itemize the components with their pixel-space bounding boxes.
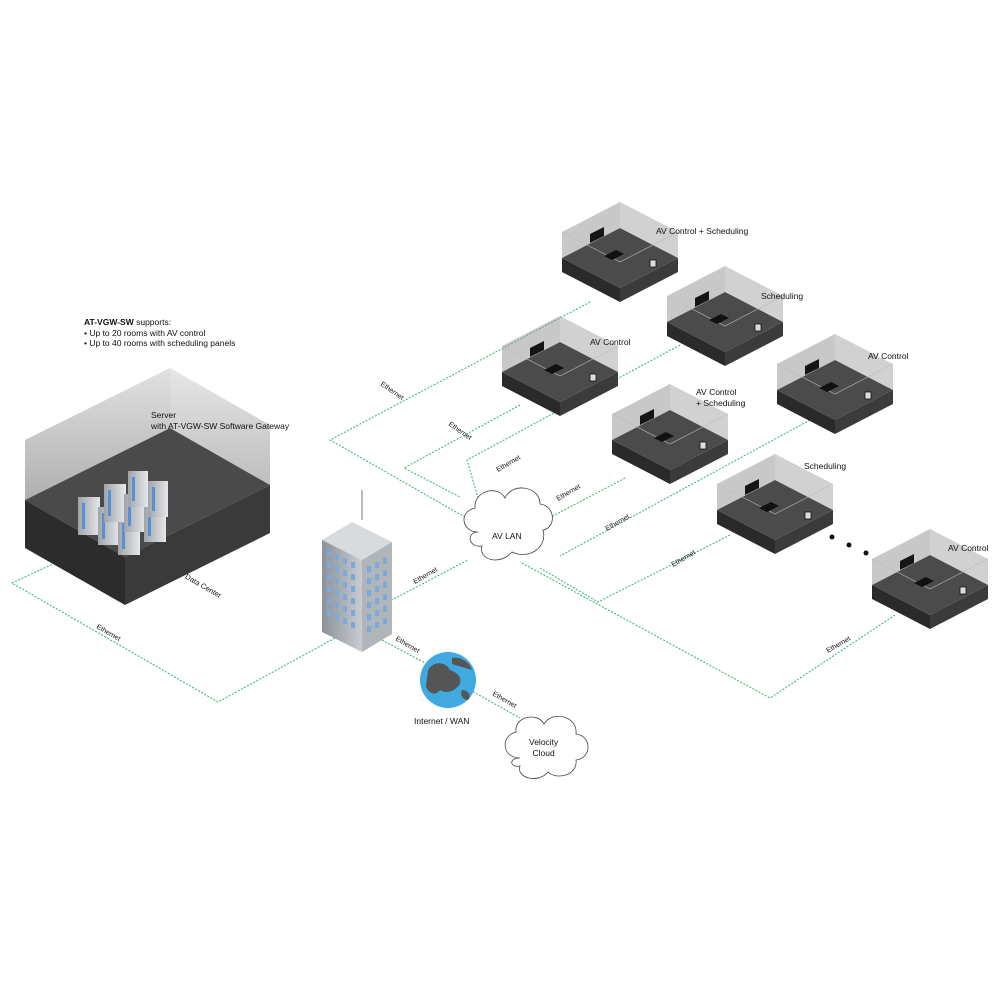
info-heading: AT-VGW-SW supports:	[84, 317, 235, 328]
info-line-2: • Up to 40 rooms with scheduling panels	[84, 338, 236, 348]
conference-room-icon	[611, 384, 729, 484]
av-lan-cloud-icon	[463, 487, 553, 561]
server-label: Server with AT-VGW-SW Software Gateway	[151, 410, 289, 432]
ethernet-label: Ethernet	[413, 566, 439, 585]
ethernet-label: Ethernet	[496, 454, 522, 473]
ethernet-label: Ethernet	[605, 513, 631, 532]
ethernet-label: Ethernet	[447, 421, 473, 442]
link-datacenter-building	[10, 562, 336, 703]
data-center	[25, 368, 270, 605]
velocity-cloud-line-1: Velocity	[529, 737, 559, 747]
conference-room-icon	[666, 266, 784, 366]
ethernet-label: Ethernet	[556, 483, 582, 502]
conference-room-icon	[776, 334, 894, 434]
room-1-label: AV Control + Scheduling	[656, 226, 749, 236]
room-4-label: AV Control	[868, 351, 909, 361]
velocity-cloud-icon	[504, 715, 589, 779]
link-globe-cloud	[469, 689, 521, 719]
room-5-label-line-1: AV Control	[696, 387, 737, 397]
velocity-cloud-line-2: Cloud	[532, 748, 555, 758]
room-5-label: AV Control + Scheduling	[696, 387, 745, 409]
ethernet-label: Ethernet	[379, 381, 405, 402]
scheduling-panel-icon	[699, 441, 707, 450]
room-3-label: AV Control	[590, 337, 631, 347]
server-rack-icon	[78, 471, 168, 555]
velocity-cloud-label: Velocity Cloud	[529, 737, 558, 759]
room-6-label: Scheduling	[804, 461, 847, 471]
ethernet-label: Ethernet	[491, 691, 517, 710]
supports-text: supports:	[136, 317, 172, 327]
internet-wan-label: Internet / WAN	[414, 716, 470, 726]
link-room6-lan	[539, 534, 731, 603]
room-5-label-line-2: + Scheduling	[696, 398, 746, 408]
link-building-lan	[387, 559, 469, 603]
server-label-line-1: Server	[151, 410, 177, 420]
room-2-label: Scheduling	[761, 291, 804, 301]
room-7-label: AV Control	[948, 543, 989, 553]
link-room3-lan	[402, 404, 521, 498]
info-line-1: • Up to 20 rooms with AV control	[84, 327, 206, 338]
server-label-line-2: with AT-VGW-SW Software Gateway	[151, 421, 290, 431]
conference-room-icon	[871, 529, 989, 629]
product-support-info: AT-VGW-SW supports: • Up to 20 rooms wit…	[84, 317, 235, 349]
conference-room-icon	[561, 202, 679, 302]
office-building-icon	[322, 490, 392, 652]
scheduling-panel-icon	[649, 259, 657, 268]
globe-icon	[420, 652, 476, 708]
conference-room-icon	[501, 316, 619, 416]
scheduling-panel-icon	[959, 586, 967, 595]
link-room7-lan	[519, 561, 896, 699]
ethernet-label: Ethernet	[394, 636, 420, 655]
link-room4-lan	[559, 419, 811, 557]
scheduling-panel-icon	[589, 373, 597, 382]
scheduling-panel-icon	[754, 323, 762, 332]
scheduling-panel-icon	[804, 511, 812, 520]
link-building-globe	[381, 639, 426, 664]
more-rooms-dots	[829, 534, 869, 556]
product-name: AT-VGW-SW	[84, 317, 134, 327]
scheduling-panel-icon	[864, 391, 872, 400]
ethernet-label: Ethernet	[671, 549, 697, 568]
av-lan-label: AV LAN	[492, 531, 522, 541]
conference-room-icon	[716, 454, 834, 554]
